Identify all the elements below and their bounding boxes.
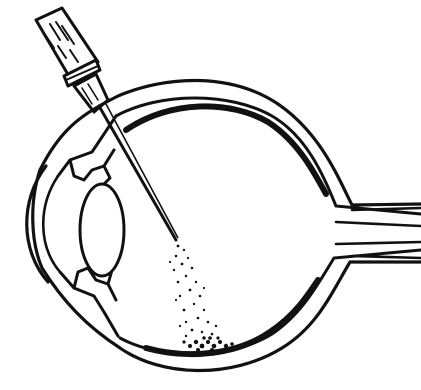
injection-spray [169,245,217,338]
syringe-icon [36,8,108,112]
lens [80,184,124,276]
